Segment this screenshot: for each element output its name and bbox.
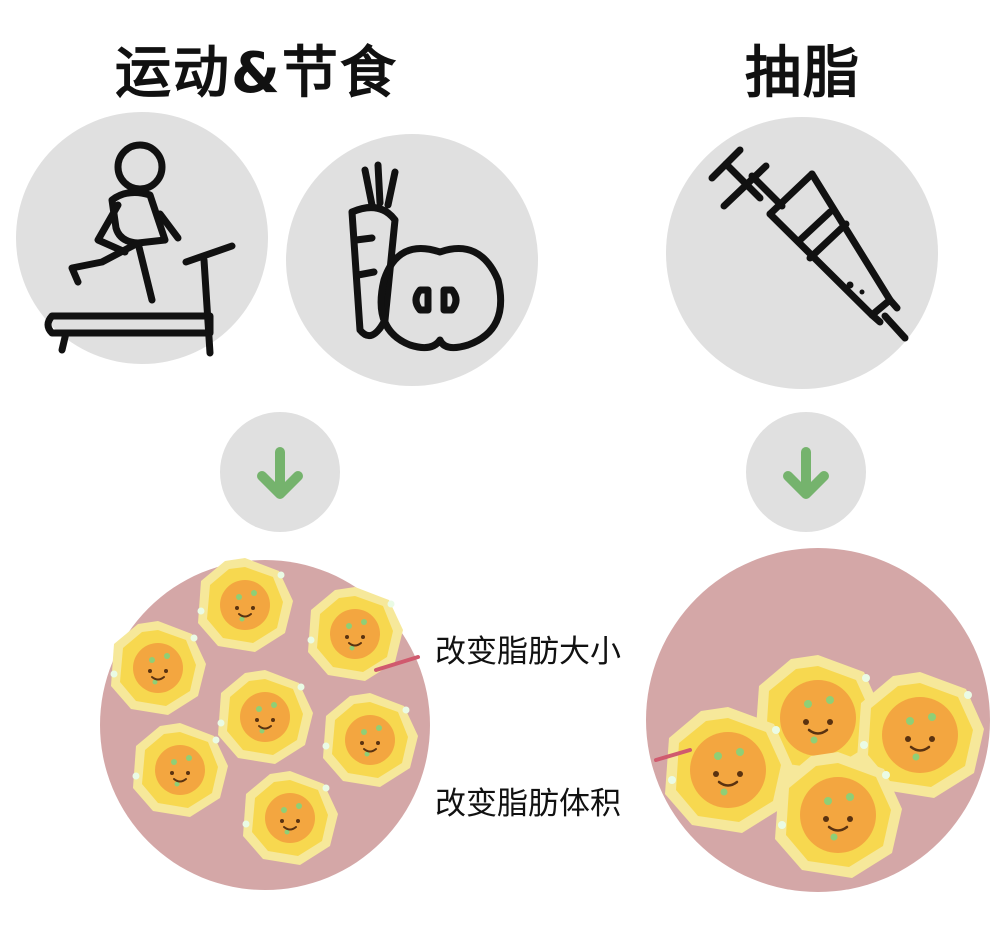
volume-leader-line [654, 748, 692, 762]
carrot-apple-icon [348, 161, 505, 352]
arrow-down-left [220, 412, 340, 532]
liposuction-title: 抽脂 [745, 41, 861, 106]
size-leader-line [374, 655, 420, 672]
size-change-label: 改变脂肪大小 [435, 634, 621, 670]
liposuction-circle [666, 117, 938, 389]
fat-tissue-small-cells [100, 557, 430, 890]
exercise-circle [16, 112, 268, 364]
volume-change-label: 改变脂肪体积 [435, 786, 621, 822]
exercise-diet-title: 运动&节食 [115, 41, 398, 106]
diet-circle [286, 134, 538, 386]
treadmill-runner-icon [44, 141, 236, 357]
arrow-down-right [746, 412, 866, 532]
syringe-icon [708, 146, 909, 342]
fat-tissue-large-cells [646, 548, 990, 892]
